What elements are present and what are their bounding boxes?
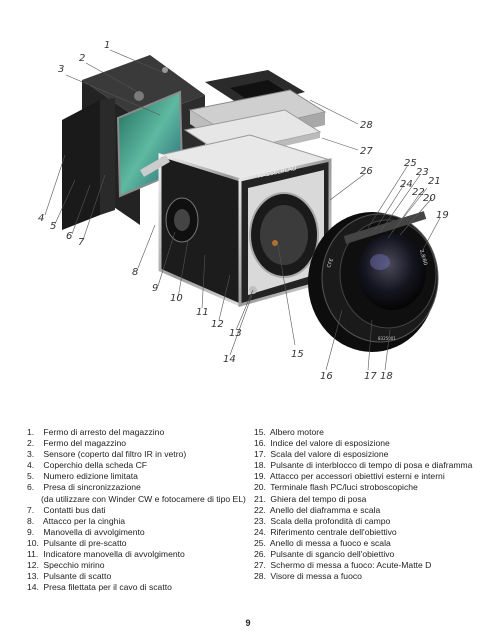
legend-item-13: 13. Pulsante di scatto [27,571,112,582]
callout-8: 8 [132,267,139,278]
callout-20: 20 [423,193,436,204]
callout-15: 15 [291,349,304,360]
callout-5: 5 [50,221,57,232]
callout-27: 27 [360,146,373,157]
callout-21: 21 [428,176,441,187]
legend-item-27: 27. Schermo di messa a fuoco: Acute-Matt… [254,560,432,571]
callout-12: 12 [211,319,224,330]
legend-right-column: 15. Albero motore 16. Indice del valore … [254,427,484,582]
legend-item-19: 19. Attacco per accessori obiettivi este… [254,471,445,482]
lens-marking-serial: 8325001 [378,336,396,341]
legend-item-9: 9. Manovella di avvolgimento [27,526,145,537]
callout-16: 16 [320,371,333,382]
lens-marking-cfe: CFE [326,258,335,269]
camera-illustration: HASSELBLAD CFE 2.8/80 8325001 [44,49,441,371]
callout-19: 19 [436,210,449,221]
callout-14: 14 [223,354,236,365]
legend-item-25: 25. Anello di messa a fuoco e scala [254,537,391,548]
page-number: 9 [245,618,251,628]
legend-item-22: 22. Anello del diaframma e scala [254,504,381,515]
legend-item-8: 8. Attacco per la cinghia [27,515,126,526]
callout-18: 18 [380,371,393,382]
callout-6: 6 [66,231,73,242]
legend-item-6-note: (da utilizzare con Winder CW e fotocamer… [41,493,246,504]
legend-item-7: 7. Contatti bus dati [27,504,106,515]
callout-4: 4 [38,213,45,224]
callout-11: 11 [196,307,209,318]
callout-7: 7 [78,237,85,248]
legend-item-26: 26. Pulsante di sgancio dell'obiettivo [254,549,395,560]
legend-item-28: 28. Visore di messa a fuoco [254,571,362,582]
legend-item-2: 2. Fermo del magazzino [27,438,127,449]
callout-13: 13 [229,328,242,339]
legend-item-11: 11. Indicatore manovella di avvolgimento [27,549,185,560]
legend-item-3: 3. Sensore (coperto dal filtro IR in vet… [27,449,187,460]
legend-item-16: 16. Indice del valore di esposizione [254,438,390,449]
legend-item-10: 10. Pulsante di pre-scatto [27,537,127,548]
callout-24: 24 [400,179,413,190]
callout-17: 17 [364,371,377,382]
callout-2: 2 [79,53,86,64]
callout-3: 3 [58,64,65,75]
camera-body: HASSELBLAD [140,134,332,308]
callout-23: 23 [416,167,429,178]
digital-back [62,55,205,230]
legend-item-15: 15. Albero motore [254,427,324,437]
camera-figure: HASSELBLAD CFE 2.8/80 8325001 [38,40,449,382]
legend-item-6: 6. Presa di sincronizzazione [27,482,141,493]
callout-22: 22 [412,187,425,198]
legend-item-17: 17. Scala del valore di esposizione [254,449,389,460]
legend-item-18: 18. Pulsante di interblocco di tempo di … [254,460,473,471]
legend-item-4: 4. Coperchio della scheda CF [27,460,148,471]
legend-item-21: 21. Ghiera del tempo di posa [254,493,367,504]
legend-item-20: 20. Terminale flash PC/luci stroboscopic… [254,482,418,493]
lens: CFE 2.8/80 8325001 [308,211,439,352]
legend-item-23: 23. Scala della profondità di campo [254,515,391,526]
lens-marking-focal: 2.8/80 [418,249,428,266]
callout-25: 25 [404,158,417,169]
legend-item-24: 24. Riferimento centrale dell'obiettivo [254,526,397,537]
callout-1: 1 [104,40,111,51]
callout-10: 10 [170,293,183,304]
legend-item-12: 12. Specchio mirino [27,560,105,571]
leader-lines [44,49,441,371]
legend-item-5: 5. Numero edizione limitata [27,471,138,482]
callout-28: 28 [360,120,373,131]
callout-9: 9 [152,283,159,294]
legend-item-1: 1. Fermo di arresto del magazzino [27,427,165,437]
legend-item-14: 14. Presa filettata per il cavo di scatt… [27,582,172,593]
callout-26: 26 [360,166,373,177]
legend-left-column: 1. Fermo di arresto del magazzino 2. Fer… [27,427,246,593]
